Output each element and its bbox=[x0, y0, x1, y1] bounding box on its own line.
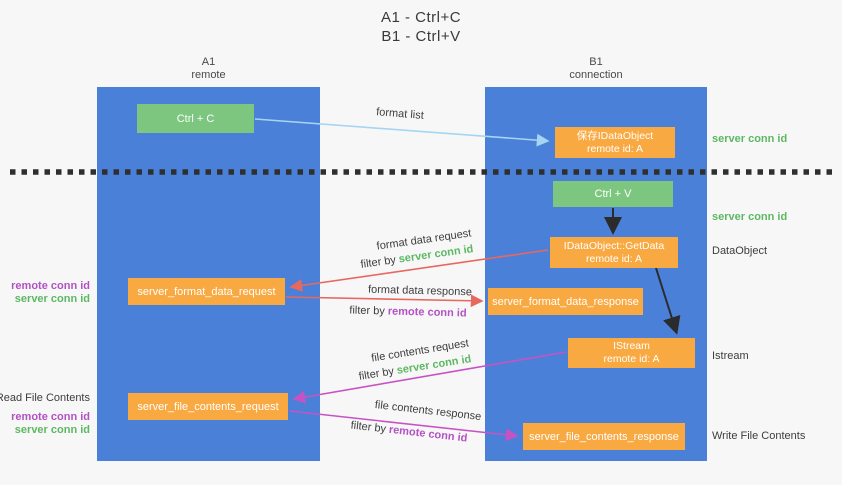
column-header-a1: A1 remote bbox=[97, 56, 320, 82]
arrow-label-format-list: format list bbox=[375, 106, 425, 122]
node-idataobject-getdata: IDataObject::GetData remote id: A bbox=[550, 237, 678, 268]
annotation-remote-conn-id-1: remote conn id bbox=[11, 280, 90, 292]
node-ctrl-v: Ctrl + V bbox=[553, 181, 673, 207]
column-b1-id: B1 bbox=[589, 56, 603, 68]
annotation-read-file-contents: Read File Contents bbox=[0, 392, 90, 404]
node-server-file-contents-request: server_file_contents_request bbox=[128, 393, 288, 420]
node-ctrl-c: Ctrl + C bbox=[137, 104, 254, 133]
node-save-idataobject-line2: remote id: A bbox=[586, 142, 644, 155]
node-istream-line1: IStream bbox=[613, 340, 650, 352]
node-save-idataobject-line1: 保存IDataObject bbox=[576, 129, 654, 142]
title-line-2: B1 - Ctrl+V bbox=[381, 28, 461, 45]
annotation-server-conn-id-top: server conn id bbox=[712, 133, 788, 145]
filter-by-text: filter by bbox=[349, 304, 385, 318]
node-save-idataobject: 保存IDataObject remote id: A bbox=[555, 127, 675, 158]
filter-by-text: filter by bbox=[350, 419, 387, 436]
annotation-server-conn-id-mid: server conn id bbox=[712, 211, 788, 223]
node-server-file-contents-response: server_file_contents_response bbox=[523, 423, 685, 450]
node-idataobject-getdata-line2: remote id: A bbox=[585, 252, 643, 265]
annotation-remote-conn-id-2: remote conn id bbox=[11, 411, 90, 423]
annotation-istream: Istream bbox=[712, 350, 749, 362]
arrow-label-file-contents-response: file contents response bbox=[374, 398, 482, 424]
column-a1-name: remote bbox=[191, 69, 226, 81]
annotation-dataobject: DataObject bbox=[712, 245, 768, 257]
node-istream-line2: remote id: A bbox=[603, 353, 660, 365]
annotation-server-conn-id-1: server conn id bbox=[14, 293, 90, 305]
node-server-format-data-response: server_format_data_response bbox=[488, 288, 643, 315]
remote-conn-id-text: remote conn id bbox=[388, 423, 468, 445]
column-b1-name: connection bbox=[569, 69, 623, 81]
annotation-server-conn-id-2: server conn id bbox=[14, 424, 90, 436]
node-idataobject-getdata-line1: IDataObject::GetData bbox=[563, 239, 665, 252]
node-server-format-data-request: server_format_data_request bbox=[128, 278, 285, 305]
remote-conn-id-text: remote conn id bbox=[387, 305, 467, 320]
column-a1-id: A1 bbox=[201, 56, 216, 68]
filter-by-text: filter by bbox=[357, 365, 395, 383]
column-header-b1: B1 connection bbox=[485, 56, 707, 82]
node-istream: IStream remote id: A bbox=[568, 338, 695, 368]
filter-by-text: filter by bbox=[359, 254, 397, 271]
diagram-title: A1 - Ctrl+C B1 - Ctrl+V bbox=[0, 8, 842, 46]
annotation-write-file-contents: Write File Contents bbox=[712, 430, 806, 442]
arrow-label-format-data-response: format data response bbox=[367, 283, 473, 299]
title-line-1: A1 - Ctrl+C bbox=[380, 9, 462, 26]
